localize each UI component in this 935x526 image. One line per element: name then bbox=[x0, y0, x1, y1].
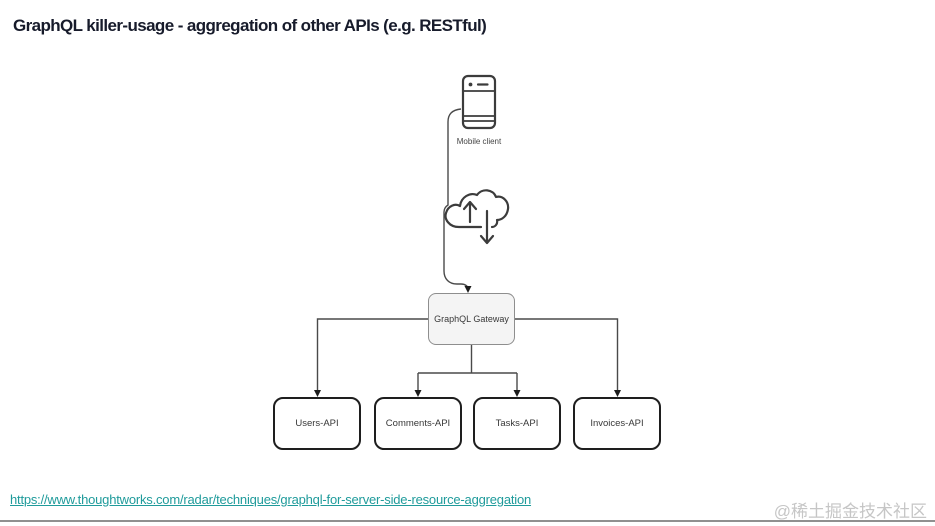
node-tasks-api: Tasks-API bbox=[473, 397, 561, 450]
connector-gateway-to-comments-api bbox=[414, 345, 517, 397]
node-graphql-gateway-label: GraphQL Gateway bbox=[434, 314, 509, 324]
page-title: GraphQL killer-usage - aggregation of ot… bbox=[13, 16, 487, 35]
node-invoices-api: Invoices-API bbox=[573, 397, 661, 450]
smartphone-icon bbox=[461, 74, 497, 130]
node-users-api: Users-API bbox=[273, 397, 361, 450]
connector-mobile-to-gateway bbox=[443, 108, 472, 293]
connector-gateway-to-tasks-api bbox=[513, 373, 521, 397]
connector-gateway-to-invoices-api bbox=[515, 318, 621, 397]
watermark: @稀土掘金技术社区 bbox=[773, 502, 927, 521]
node-comments-api: Comments-API bbox=[374, 397, 462, 450]
mobile-client-label: Mobile client bbox=[456, 137, 502, 146]
connector-gateway-to-users-api bbox=[314, 318, 428, 397]
bottom-divider bbox=[0, 520, 935, 522]
node-comments-api-label: Comments-API bbox=[385, 418, 451, 429]
node-invoices-api-label: Invoices-API bbox=[590, 418, 644, 429]
download-arrow-icon bbox=[479, 209, 495, 245]
cloud-sync-icon bbox=[444, 189, 510, 245]
node-tasks-api-label: Tasks-API bbox=[495, 418, 539, 429]
node-graphql-gateway: GraphQL Gateway bbox=[428, 293, 515, 345]
upload-arrow-icon bbox=[462, 200, 478, 224]
source-link[interactable]: https://www.thoughtworks.com/radar/techn… bbox=[10, 492, 532, 507]
node-users-api-label: Users-API bbox=[295, 418, 339, 429]
